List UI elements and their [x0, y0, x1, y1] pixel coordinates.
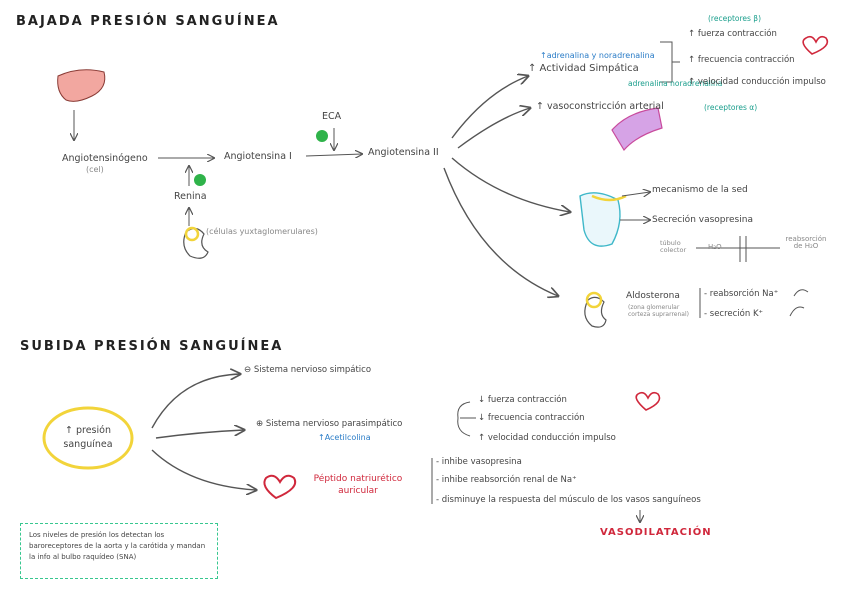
parasymp-bracket	[458, 402, 476, 436]
arrow-to-symp	[152, 374, 240, 428]
adrenaline-top-label: ↑adrenalina y noradrenalina	[540, 52, 655, 60]
symp-label: ⊖ Sistema nervioso simpático	[244, 366, 371, 375]
curl-arrow-na	[794, 290, 808, 296]
angiotensinogen-label: Angiotensinógeno	[62, 154, 148, 164]
velocidad-up-label: ↑ velocidad conducción impulso	[688, 78, 826, 87]
arrow-to-sed	[622, 192, 650, 196]
disminuye-label: - disminuye la respuesta del músculo de …	[436, 496, 701, 505]
plus-green-icon-renina	[194, 174, 206, 186]
frecuencia-down-label: ↓ frecuencia contracción	[478, 414, 585, 423]
angiotensinogen-source: (cel)	[86, 166, 104, 174]
aldosterone-source: (zona glomerular corteza suprarrenal)	[628, 304, 698, 318]
adrenal-yellow-icon	[186, 228, 198, 240]
aldosterone-label: Aldosterona	[626, 292, 680, 301]
angiotensina-1-label: Angiotensina I	[224, 152, 292, 162]
sympathetic-activity-label: ↑ Actividad Simpática	[528, 64, 639, 74]
fuerza-up-label: ↑ fuerza contracción	[688, 30, 777, 39]
arrow-to-parasymp	[156, 430, 244, 438]
heart-icon-bottom	[636, 393, 659, 410]
frecuencia-up-label: ↑ frecuencia contracción	[688, 56, 795, 65]
liver-icon	[58, 70, 105, 102]
vasoconstriction-label: ↑ vasoconstricción arterial	[536, 102, 664, 112]
velocidad-bottom-label: ↑ velocidad conducción impulso	[478, 434, 616, 443]
fuerza-down-label: ↓ fuerza contracción	[478, 396, 567, 405]
arrow-to-sympathetic	[452, 76, 528, 138]
inhibe-na-label: - inhibe reabsorción renal de Na⁺	[436, 476, 577, 485]
h2o-reabs-label: reabsorción de H₂O	[784, 236, 828, 250]
tubule-label: túbulo colector	[660, 240, 688, 253]
blood-vessel-icon	[612, 108, 662, 150]
reabs-na-label: - reabsorción Na⁺	[704, 290, 778, 299]
angiotensina-2-label: Angiotensina II	[368, 148, 439, 158]
thirst-label: mecanismo de la sed	[652, 186, 748, 195]
h2o-mid-label: H₂O	[708, 244, 722, 251]
kidney-icon	[184, 228, 208, 258]
arrow-angio1-to-angio2	[306, 154, 362, 156]
receptors-a-label: (receptores α)	[704, 104, 757, 112]
inhibe-vasopresina-label: - inhibe vasopresina	[436, 458, 522, 467]
curl-arrow-k	[790, 307, 804, 316]
eca-label: ECA	[322, 112, 341, 122]
pressure-label: ↑ presión sanguínea	[56, 424, 120, 453]
acetilcolina-label: ↑Acetilcolina	[318, 434, 371, 442]
baroreceptor-note: Los niveles de presión los detectan los …	[20, 523, 218, 579]
renina-label: Renina	[174, 192, 207, 202]
top-title: BAJADA PRESIÓN SANGUÍNEA	[16, 15, 280, 28]
peptide-label: Péptido natriurético auricular	[310, 474, 406, 497]
heart-icon-peptide	[264, 476, 295, 498]
sympathetic-bracket	[660, 42, 680, 82]
adrenal-yellow-icon-2	[587, 293, 601, 307]
vasodilatation-label: VASODILATACIÓN	[600, 528, 712, 538]
plus-green-icon	[316, 130, 328, 142]
receptors-b-label: (receptores β)	[708, 15, 761, 23]
vasopresina-label: Secreción vasopresina	[652, 216, 753, 225]
arrow-to-aldosterone	[444, 168, 558, 296]
yuxta-label: (células yuxtaglomerulares)	[206, 228, 318, 236]
secr-k-label: - secreción K⁺	[704, 310, 763, 319]
bottom-title: SUBIDA PRESIÓN SANGUÍNEA	[20, 340, 283, 353]
parasymp-label: ⊕ Sistema nervioso parasimpático	[256, 420, 402, 429]
arrow-to-peptide	[152, 450, 256, 490]
arrow-to-thirst	[452, 158, 570, 212]
arrow-to-vasoconstriction	[458, 108, 530, 148]
heart-icon-top	[803, 37, 827, 54]
